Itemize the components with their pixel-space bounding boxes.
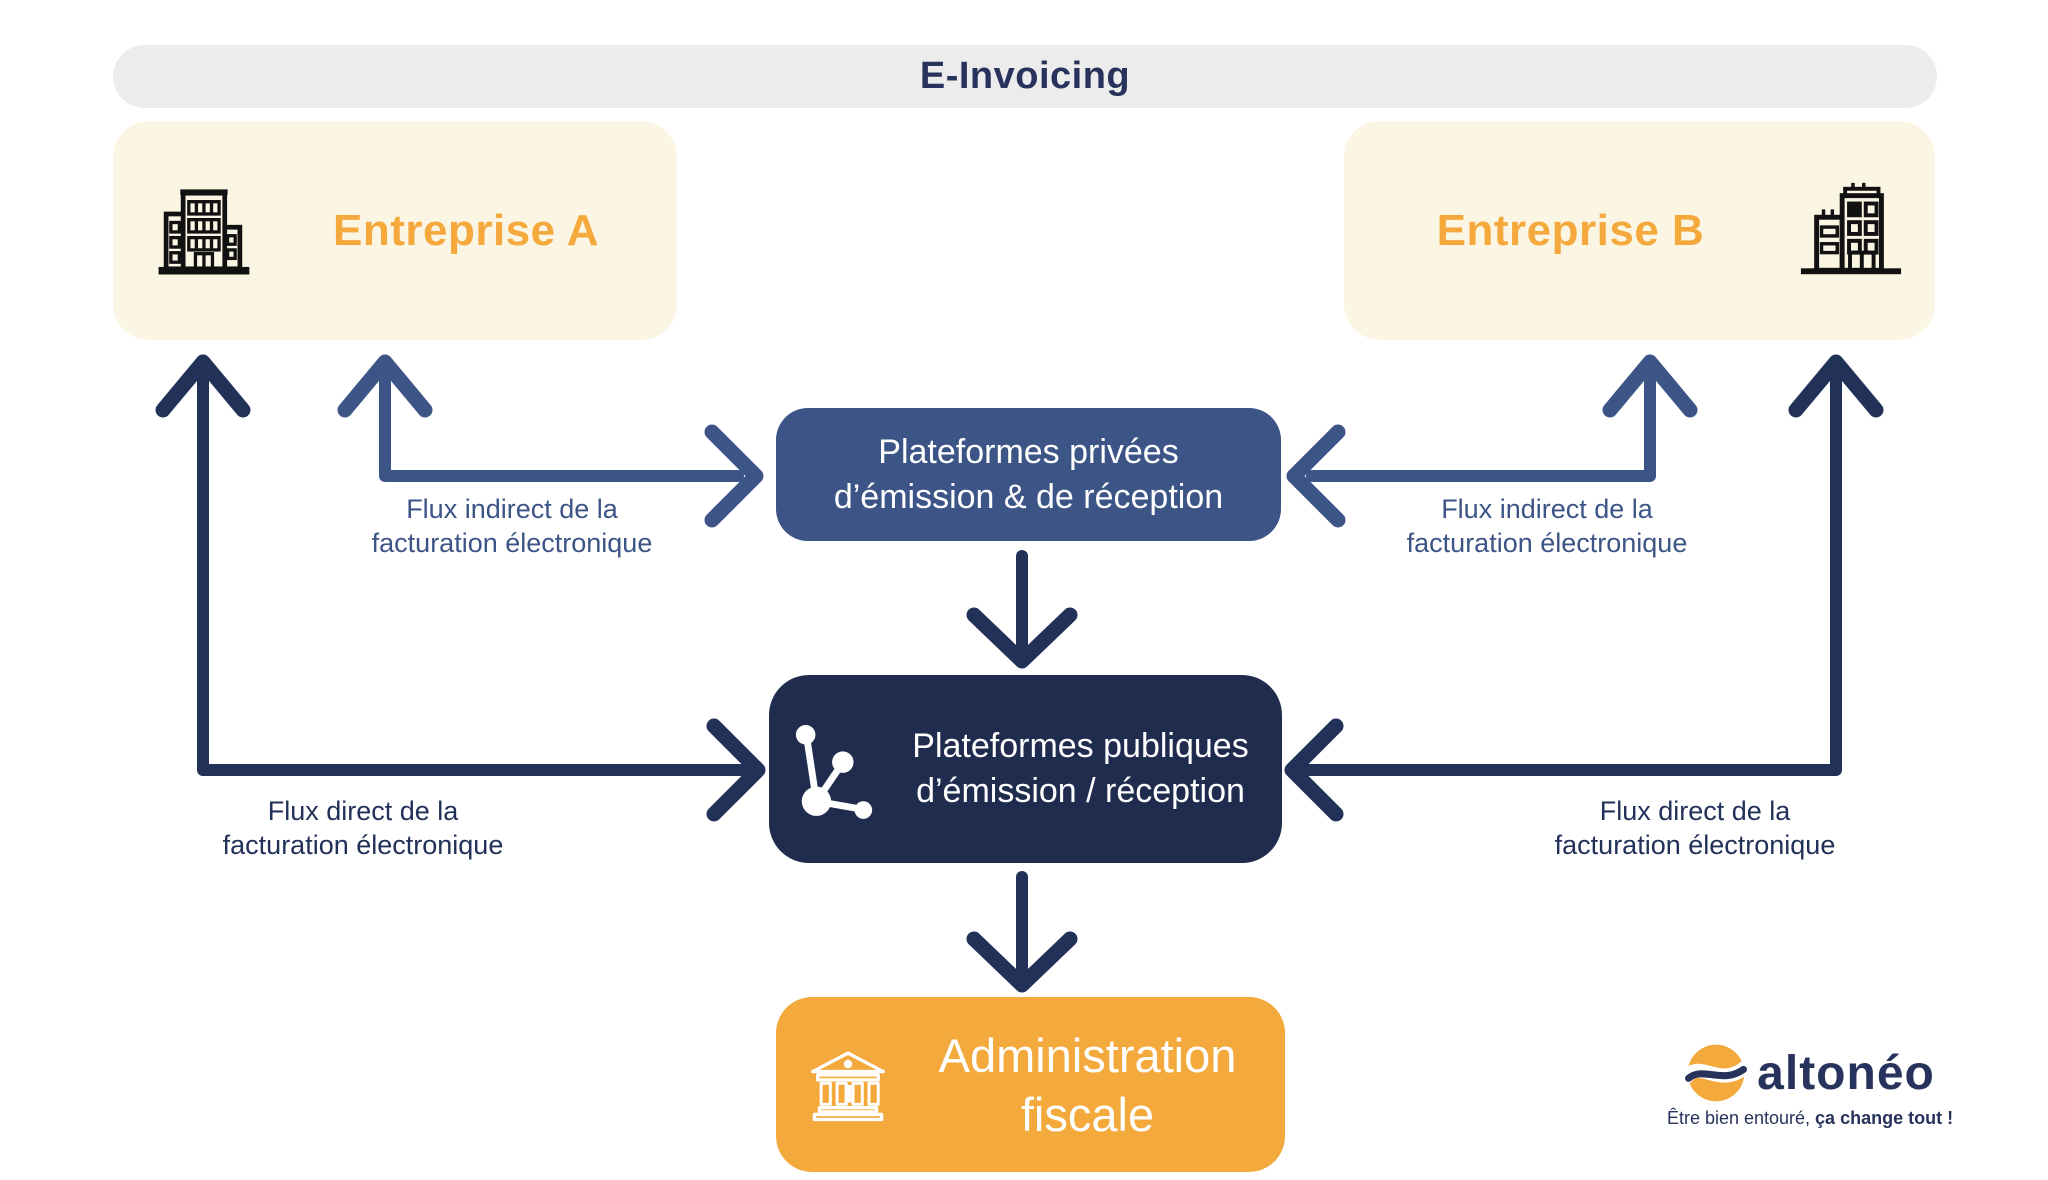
brand-tagline: Être bien entouré, ça change tout ! (1667, 1108, 1953, 1129)
brand-tagline-regular: Être bien entouré, (1666, 1108, 1816, 1128)
public-platforms-box: Plateformes publiques d’émission / récep… (769, 675, 1282, 863)
brand-wordmark: altonéo (1757, 1046, 1935, 1100)
flow-label-indirect-left: Flux indirect de la facturation électron… (302, 492, 722, 560)
flow-label-indirect-right: Flux indirect de la facturation électron… (1337, 492, 1757, 560)
company-b-box: Entreprise B (1344, 121, 1935, 340)
header-bar: E-Invoicing (113, 45, 1937, 108)
flow-label-line: facturation électronique (371, 528, 653, 558)
flow-label-line: facturation électronique (222, 830, 504, 860)
tax-administration-label: Administration fiscale (890, 1026, 1285, 1144)
brand-tagline-bold: ça change tout ! (1815, 1108, 1954, 1128)
arrow-private-to-public (966, 550, 1078, 669)
flow-label-line: Flux direct de la (267, 796, 459, 826)
tax-administration-line1: Administration (938, 1028, 1237, 1082)
public-platforms-line1: Plateformes publiques (912, 727, 1249, 765)
office-building-icon (1800, 182, 1902, 274)
arrow-public-to-admin (966, 871, 1078, 993)
public-platforms-line2: d’émission / réception (916, 772, 1245, 810)
flow-label-direct-right: Flux direct de la facturation électroniq… (1485, 794, 1905, 862)
tax-administration-line2: fiscale (1020, 1087, 1155, 1141)
flow-label-direct-left: Flux direct de la facturation électroniq… (153, 794, 573, 862)
private-platforms-label: Plateformes privées d’émission & de réce… (776, 430, 1281, 520)
flow-label-line: Flux indirect de la (1441, 494, 1653, 524)
private-platforms-line2: d’émission & de réception (833, 477, 1224, 516)
flow-label-line: facturation électronique (1554, 830, 1836, 860)
flow-label-line: facturation électronique (1406, 528, 1688, 558)
flow-label-line: Flux direct de la (1599, 796, 1791, 826)
altoneo-mark-icon (1685, 1044, 1748, 1102)
flow-label-line: Flux indirect de la (406, 494, 618, 524)
private-platforms-box: Plateformes privées d’émission & de réce… (776, 408, 1281, 541)
private-platforms-line1: Plateformes privées (878, 432, 1179, 471)
arrow-direct-right (1284, 354, 1884, 822)
bank-building-icon (811, 1050, 885, 1121)
office-building-icon (158, 188, 250, 274)
company-a-label: Entreprise A (332, 205, 599, 255)
tax-administration-box: Administration fiscale (776, 997, 1285, 1172)
page-title: E-Invoicing (919, 55, 1131, 97)
company-a-box: Entreprise A (113, 121, 677, 340)
arrow-direct-left (155, 354, 766, 822)
company-b-label: Entreprise B (1436, 205, 1705, 255)
altoneo-logo: altonéo Être bien entouré, ça change tou… (1660, 1042, 1960, 1129)
public-platforms-label: Plateformes publiques d’émission / récep… (879, 724, 1282, 814)
network-nodes-icon (795, 725, 873, 819)
